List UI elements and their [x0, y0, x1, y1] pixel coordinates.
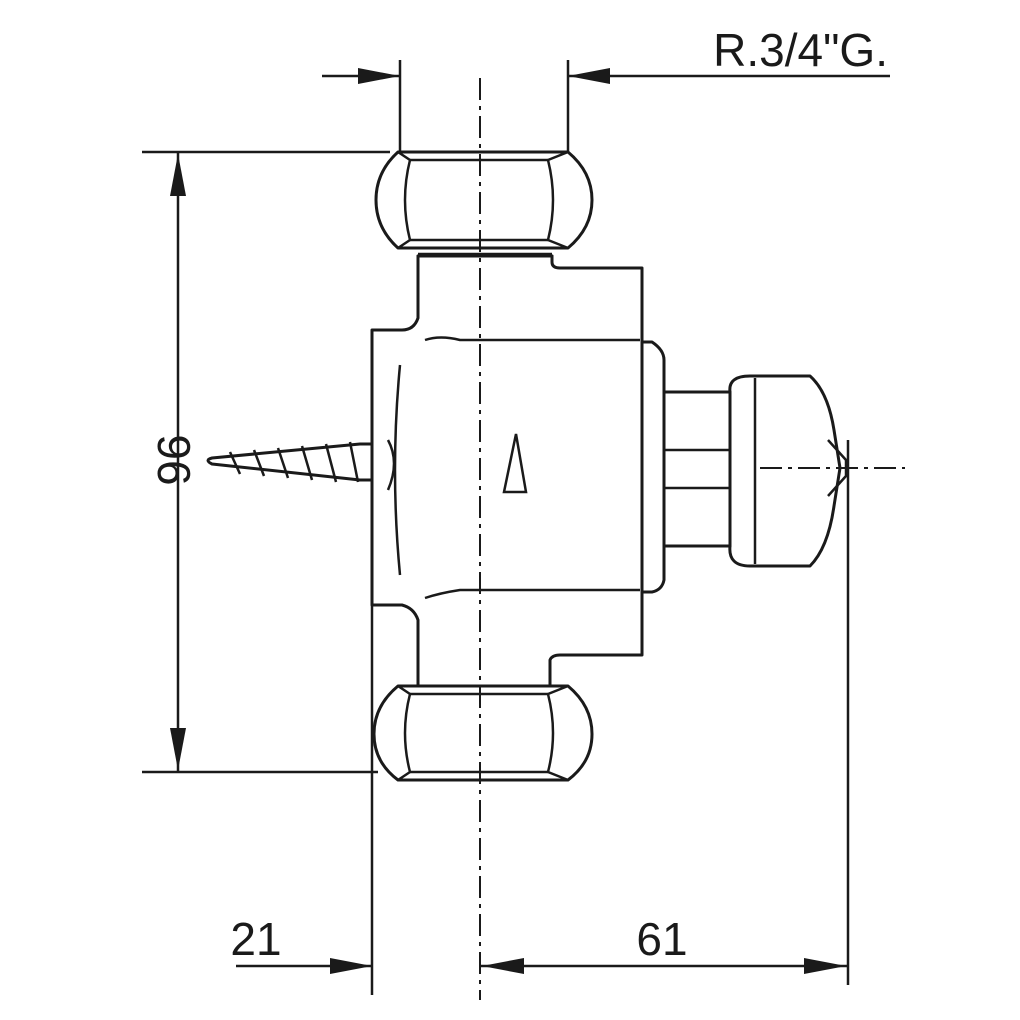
thread-size-label: R.3/4"G.	[713, 24, 888, 76]
mounting-screw	[206, 439, 396, 491]
valve-body	[370, 252, 644, 688]
top-hex-nut	[374, 150, 594, 250]
height-label: 96	[148, 434, 200, 485]
right-offset-label: 61	[636, 913, 687, 965]
right-offset-dimension: 61	[480, 440, 850, 985]
left-offset-label: 21	[230, 913, 281, 965]
bottom-hex-nut	[372, 684, 594, 782]
thread-dimension: R.3/4"G.	[322, 24, 890, 152]
push-button-assembly	[640, 340, 848, 594]
left-offset-dimension: 21	[230, 605, 374, 995]
height-dimension: 96	[142, 150, 390, 774]
